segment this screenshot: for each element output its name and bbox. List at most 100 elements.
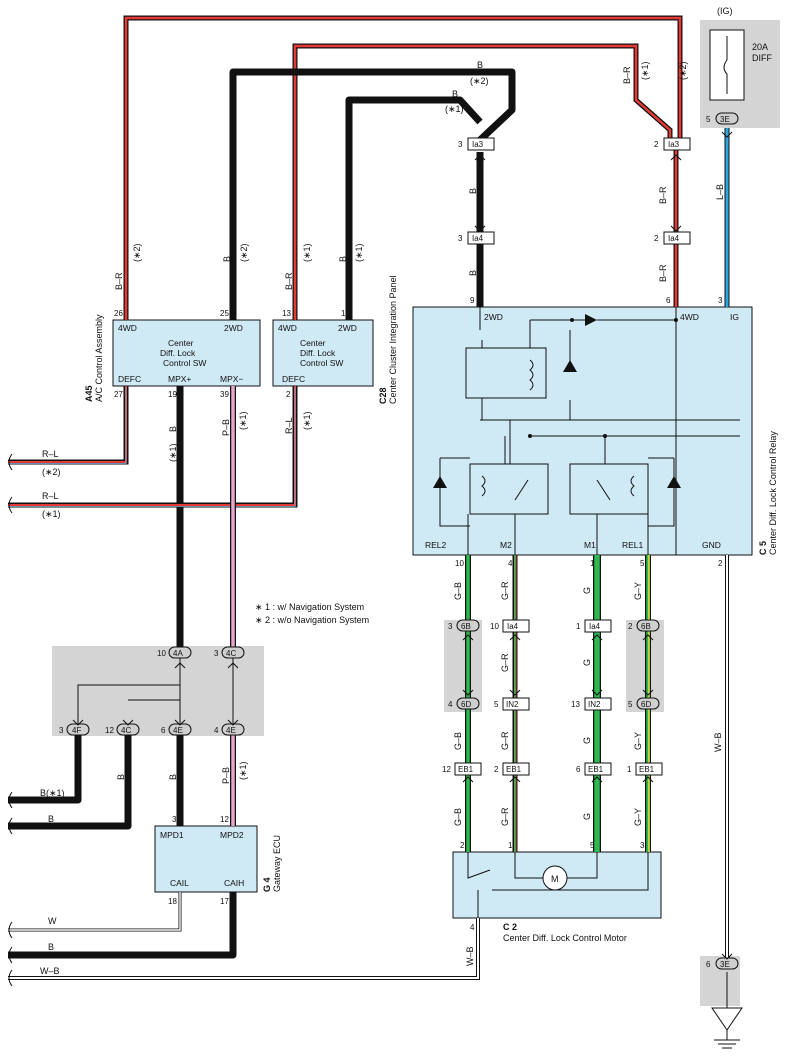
a45-pin-2wd: 2WD <box>224 323 243 333</box>
svg-text:4: 4 <box>214 726 219 735</box>
wire-br-star1 <box>292 43 673 320</box>
svg-text:5: 5 <box>628 700 633 709</box>
connector-chevron-icons <box>72 131 733 960</box>
svg-text:5: 5 <box>494 700 499 709</box>
label-wb-motor: W–B <box>40 966 60 976</box>
svg-text:C 5: C 5 <box>758 541 768 555</box>
relay-coil-3-icon <box>630 475 635 497</box>
relay-junction-dots <box>528 318 678 438</box>
c5-relay-box <box>412 306 753 556</box>
svg-text:6D: 6D <box>641 700 651 709</box>
svg-text:G–Y: G–Y <box>633 582 643 600</box>
svg-text:B: B <box>468 188 478 194</box>
connector-6b-right: 6B2 <box>628 619 660 632</box>
svg-text:2: 2 <box>654 234 659 243</box>
svg-text:G–B: G–B <box>453 582 463 600</box>
connector-eb1-gr: EB1 2 <box>494 762 530 776</box>
relay-contacts-icon <box>514 479 611 501</box>
svg-text:B–R: B–R <box>658 264 668 282</box>
svg-text:4C: 4C <box>121 726 131 735</box>
junction-internal-wiring <box>77 658 234 724</box>
svg-text:12: 12 <box>442 765 451 774</box>
wire-b-star1-left <box>8 735 82 804</box>
g4-n3: 3 <box>172 815 177 824</box>
a45-pin-4wd: 4WD <box>118 323 137 333</box>
label-b-top1-note: (∗1) <box>445 104 464 114</box>
svg-text:(∗1): (∗1) <box>354 243 364 262</box>
g4-ecu-box <box>154 825 258 893</box>
svg-text:EB1: EB1 <box>506 765 522 774</box>
c2-n2: 2 <box>460 841 465 850</box>
connector-6d-left: 6D4 <box>448 697 480 710</box>
svg-text:2: 2 <box>654 140 659 149</box>
motor-label: M <box>551 874 559 884</box>
c28-n1: 1 <box>341 309 346 318</box>
c28-pin-4wd: 4WD <box>278 323 297 333</box>
svg-text:G 4: G 4 <box>262 877 272 892</box>
svg-text:B: B <box>338 256 348 262</box>
c5-pin-m1: M1 <box>584 540 596 550</box>
connector-6d-right: 6D 5 <box>628 697 660 710</box>
label-b-caih: B <box>48 942 54 952</box>
svg-text:3: 3 <box>59 726 64 735</box>
svg-text:EB1: EB1 <box>458 765 474 774</box>
svg-text:G: G <box>582 587 592 594</box>
svg-text:4E: 4E <box>173 726 183 735</box>
c28-sw-line3: Control SW <box>300 358 343 368</box>
c2-n3: 3 <box>640 841 645 850</box>
c2-n5: 5 <box>590 841 595 850</box>
connector-3e-fuse: 3E5 <box>706 112 739 125</box>
svg-text:B–R: B–R <box>622 66 632 84</box>
svg-text:6D: 6D <box>461 700 471 709</box>
svg-text:4C: 4C <box>226 649 236 658</box>
connector-eb1-g: EB1 6 <box>576 762 612 776</box>
svg-text:6: 6 <box>576 765 581 774</box>
svg-text:IN2: IN2 <box>506 700 519 709</box>
a45-pin-mpxp: MPX+ <box>168 374 191 384</box>
svg-text:G: G <box>582 813 592 820</box>
svg-text:Ia4: Ia4 <box>668 234 680 243</box>
g4-n18: 18 <box>168 897 177 906</box>
svg-text:B: B <box>222 256 232 262</box>
c28-pin-2wd: 2WD <box>338 323 357 333</box>
a45-n27: 27 <box>114 390 123 399</box>
svg-text:2: 2 <box>628 622 633 631</box>
svg-text:1: 1 <box>627 765 632 774</box>
c28-sw-line1: Center <box>300 338 326 348</box>
svg-text:2: 2 <box>494 765 499 774</box>
svg-text:1: 1 <box>576 622 581 631</box>
c5-label: C 5 Center Diff. Lock Control Relay <box>758 431 778 555</box>
c5-n6: 6 <box>666 296 671 305</box>
a45-sw-line1: Center <box>168 338 194 348</box>
svg-text:G–R: G–R <box>500 731 510 750</box>
connector-4e-b: 4E6 <box>161 723 192 736</box>
svg-text:G–R: G–R <box>500 581 510 600</box>
a45-switch-box <box>112 319 261 387</box>
g4-pin-mpd2: MPD2 <box>220 830 244 840</box>
c28-switch-box <box>272 319 374 387</box>
connector-4e-pb: 4E4 <box>214 723 245 736</box>
svg-text:EB1: EB1 <box>588 765 604 774</box>
svg-text:3: 3 <box>458 140 463 149</box>
junction-6b-bg <box>444 620 482 712</box>
diode-mid-icon <box>563 360 577 372</box>
c5-n1: 1 <box>590 559 595 568</box>
c2-n4: 4 <box>470 923 475 932</box>
svg-text:5: 5 <box>706 115 711 124</box>
svg-text:(∗2): (∗2) <box>132 243 142 262</box>
c28-sw-line2: Diff. Lock <box>300 348 336 358</box>
a45-label: A45 A/C Control Assembly <box>84 314 104 402</box>
svg-text:C28: C28 <box>378 387 388 404</box>
svg-text:3: 3 <box>448 622 453 631</box>
wire-rl-star1 <box>8 386 298 508</box>
c28-n2: 2 <box>286 390 291 399</box>
fuse-rating: 20A <box>752 42 768 52</box>
wire-b-caih <box>8 892 237 959</box>
svg-text:3: 3 <box>214 649 219 658</box>
svg-text:L–B: L–B <box>715 184 725 200</box>
g4-label: G 4 Gateway ECU <box>262 835 282 892</box>
